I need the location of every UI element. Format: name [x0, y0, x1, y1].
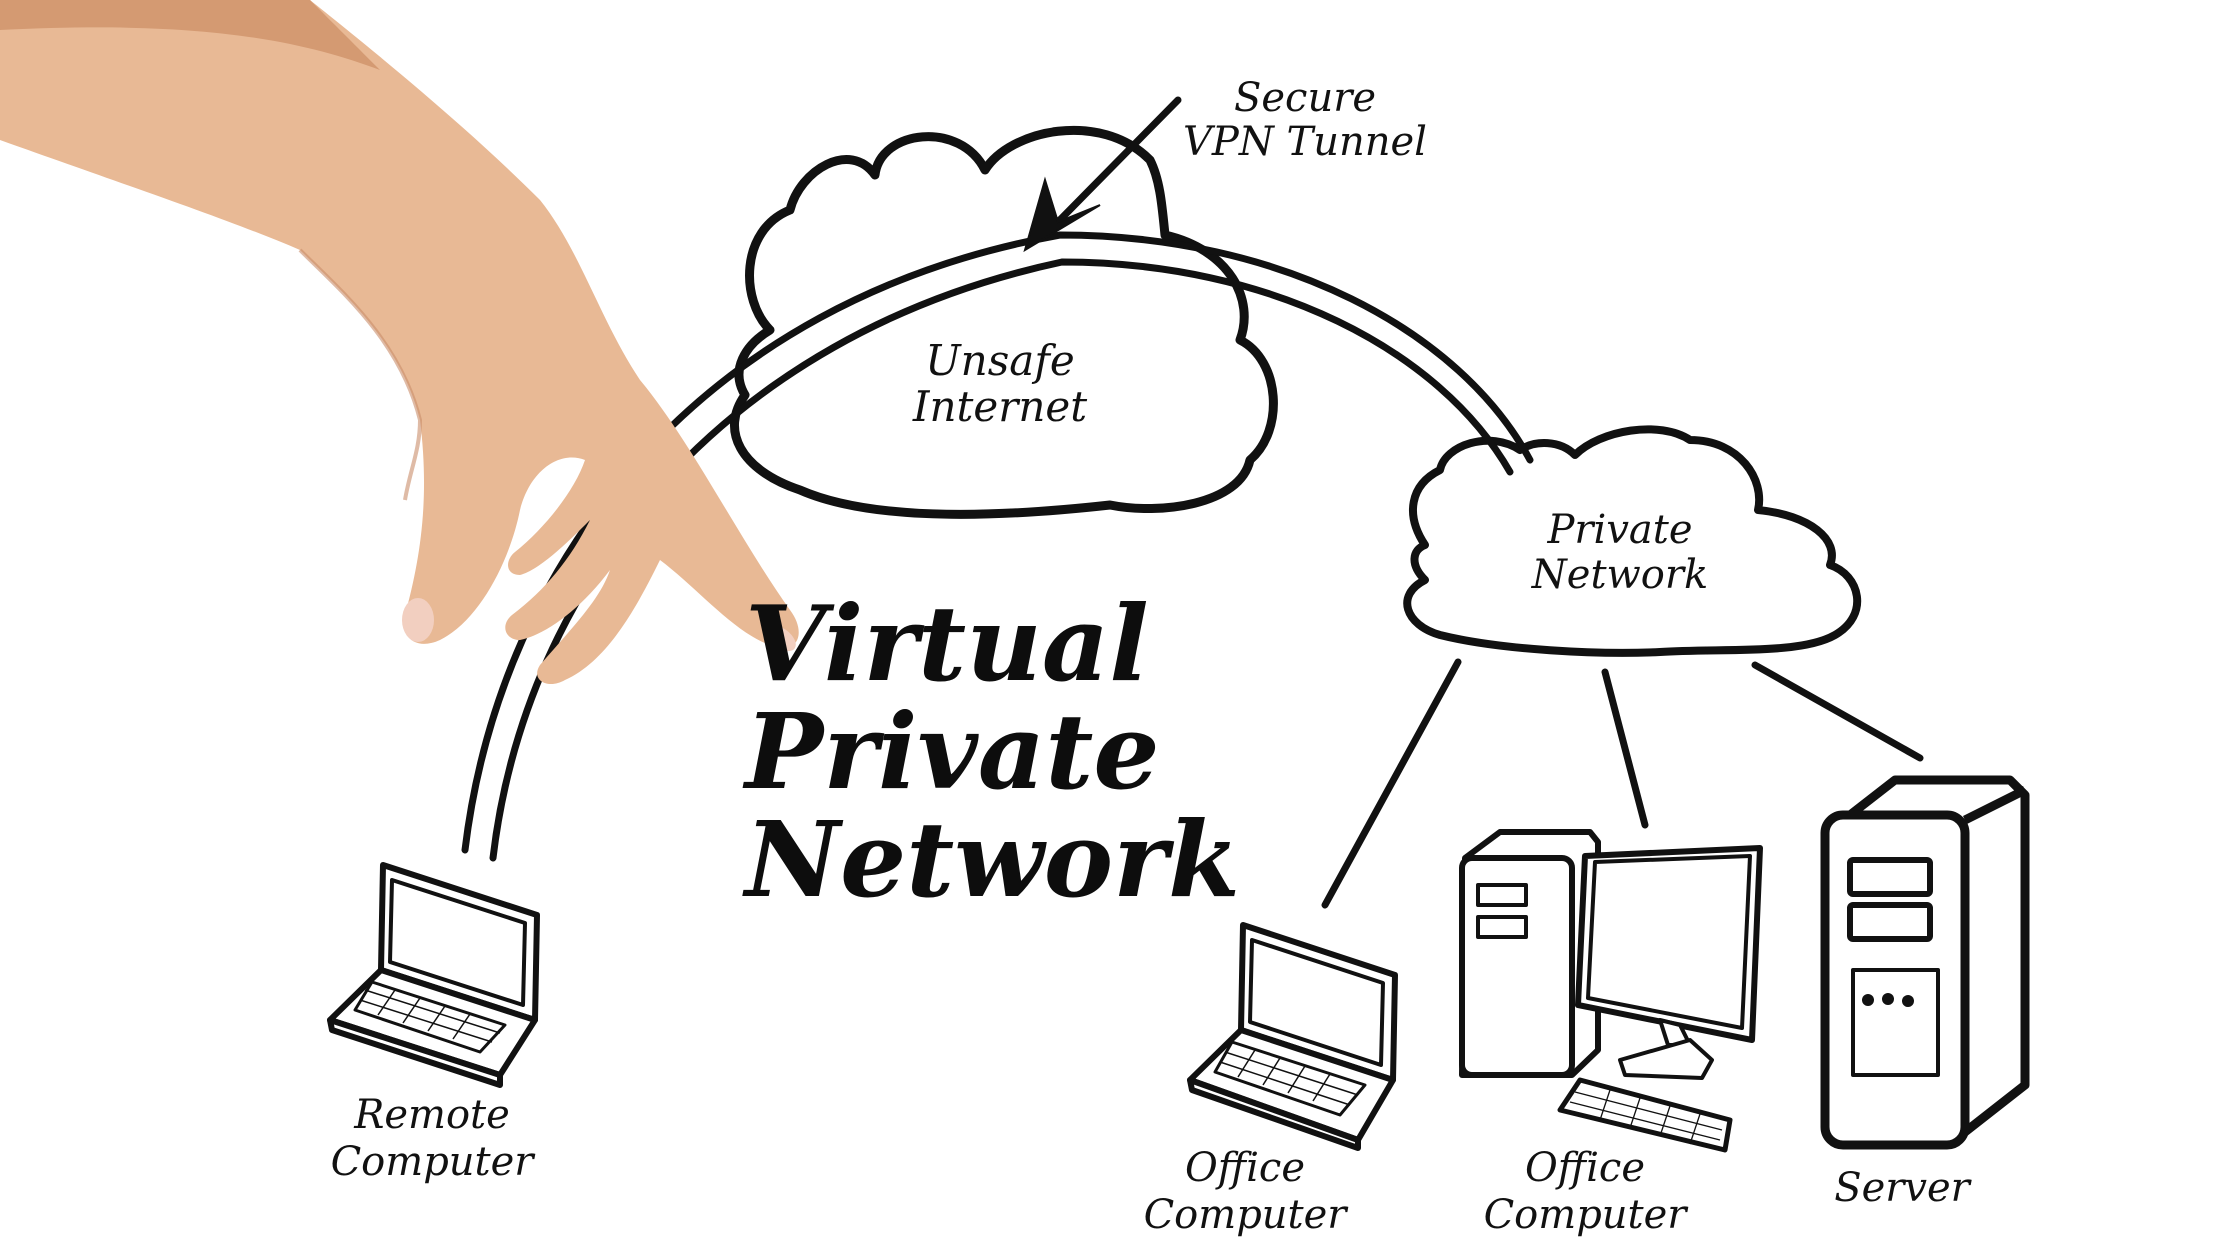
unsafe-label: Unsafe — [925, 336, 1075, 385]
office-laptop-icon — [1187, 922, 1398, 1151]
remote-laptop-icon — [327, 862, 540, 1088]
remote-computer-label-line2: Computer — [330, 1139, 534, 1185]
office-desktop-label-line2: Computer — [1483, 1192, 1687, 1238]
private-network-cloud-icon — [1403, 425, 1862, 657]
office-desktop-label-line1: Office — [1525, 1145, 1645, 1191]
office-desktop-icon — [1459, 829, 1763, 1153]
network-links — [1321, 658, 1924, 909]
vpn-tunnel-label: VPN Tunnel — [1183, 119, 1427, 165]
pointing-hand — [0, 0, 799, 685]
server-icon — [1820, 775, 2030, 1150]
title-virtual: Virtual — [745, 582, 1149, 705]
secure-label: Secure — [1233, 75, 1377, 121]
office-laptop-label-line2: Computer — [1143, 1192, 1347, 1238]
title-private: Private — [745, 690, 1160, 813]
remote-computer-label-line1: Remote — [354, 1092, 510, 1138]
internet-label: Internet — [912, 382, 1088, 431]
network-label: Network — [1531, 552, 1709, 598]
unsafe-internet-cloud-icon — [730, 125, 1278, 519]
private-label: Private — [1547, 507, 1693, 553]
server-label: Server — [1834, 1165, 1970, 1211]
arrow-icon — [1023, 96, 1182, 253]
title-network: Network — [745, 798, 1241, 921]
office-laptop-label-line1: Office — [1185, 1145, 1305, 1191]
